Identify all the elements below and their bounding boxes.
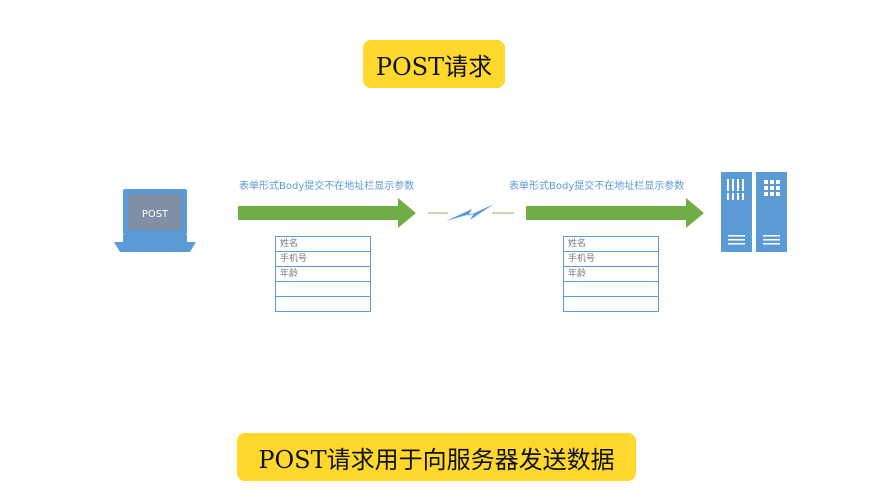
laptop-icon: POST	[114, 189, 196, 252]
table-row	[563, 281, 659, 297]
right-form-table: 姓名 手机号 年龄	[563, 236, 659, 312]
form-field	[563, 281, 659, 297]
form-field: 手机号	[275, 251, 371, 267]
footer-badge: POST请求用于向服务器发送数据	[237, 433, 636, 481]
page-title: POST请求	[375, 52, 493, 81]
form-field: 姓名	[563, 236, 659, 252]
title-badge: POST请求	[363, 40, 505, 88]
form-field	[275, 296, 371, 312]
form-field	[563, 296, 659, 312]
right-caption: 表单形式Body提交不在地址栏显示参数	[509, 181, 685, 192]
server-icon	[721, 172, 787, 252]
footer-text: POST请求用于向服务器发送数据	[258, 445, 615, 474]
table-row	[275, 296, 371, 312]
table-row	[563, 296, 659, 312]
form-field: 姓名	[275, 236, 371, 252]
left-arrow	[238, 198, 416, 228]
table-row: 年龄	[563, 266, 659, 282]
lightning-icon	[428, 204, 514, 221]
left-form-table: 姓名 手机号 年龄	[275, 236, 371, 312]
table-row: 手机号	[563, 251, 659, 267]
left-caption: 表单形式Body提交不在地址栏显示参数	[239, 181, 415, 192]
table-row	[275, 281, 371, 297]
table-row: 姓名	[563, 236, 659, 252]
form-field: 手机号	[563, 251, 659, 267]
table-row: 年龄	[275, 266, 371, 282]
form-field: 年龄	[275, 266, 371, 282]
form-field	[275, 281, 371, 297]
right-arrow	[526, 198, 704, 228]
table-row: 姓名	[275, 236, 371, 252]
form-field: 年龄	[563, 266, 659, 282]
laptop-screen-label: POST	[142, 209, 169, 220]
table-row: 手机号	[275, 251, 371, 267]
